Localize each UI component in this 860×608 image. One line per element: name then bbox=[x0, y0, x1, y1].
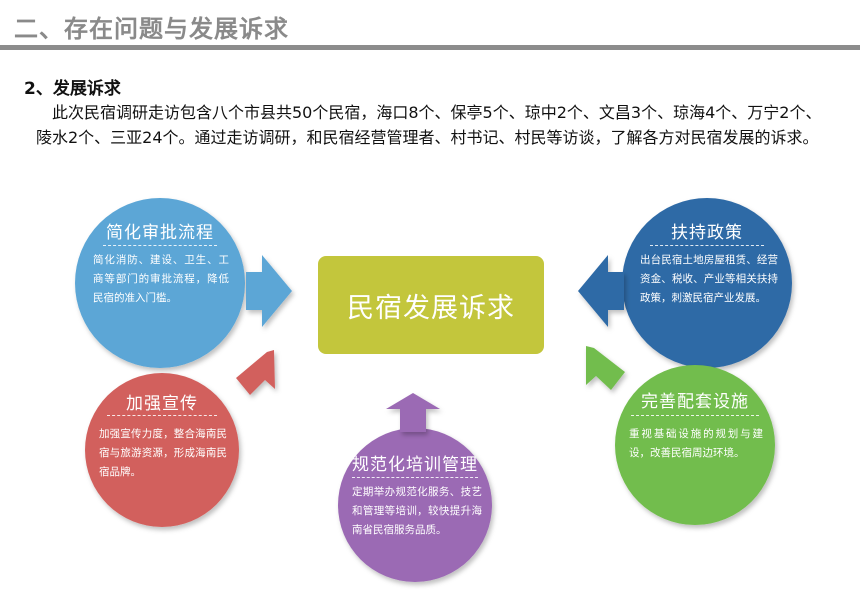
node-title: 简化审批流程 bbox=[106, 223, 214, 243]
center-box: 民宿发展诉求 bbox=[318, 256, 544, 354]
header-divider bbox=[0, 45, 860, 50]
node-title: 加强宣传 bbox=[126, 394, 198, 414]
intro-text: 此次民宿调研走访包含八个市县共50个民宿，海口8个、保亭5个、琼中2个、文昌3个… bbox=[36, 103, 822, 147]
arrow-left-icon bbox=[578, 255, 624, 327]
node-body: 加强宣传力度，整合海南民宿与旅游资源，形成海南民宿品牌。 bbox=[99, 428, 227, 478]
section-heading: 2、发展诉求 bbox=[24, 79, 121, 99]
node-divider bbox=[352, 477, 478, 478]
node-title: 规范化培训管理 bbox=[352, 455, 478, 475]
node-simplify: 简化审批流程 简化消防、建设、卫生、工商等部门的审批流程，降低民宿的准入门槛。 bbox=[75, 198, 245, 368]
node-body: 简化消防、建设、卫生、工商等部门的审批流程，降低民宿的准入门槛。 bbox=[93, 254, 229, 304]
arrow-right-icon bbox=[246, 255, 292, 327]
node-support: 扶持政策 出台民宿土地房屋租赁、经营资金、税收、产业等相关扶持政策，刺激民宿产业… bbox=[622, 198, 792, 368]
node-title: 扶持政策 bbox=[671, 223, 743, 243]
intro-paragraph: 此次民宿调研走访包含八个市县共50个民宿，海口8个、保亭5个、琼中2个、文昌3个… bbox=[36, 100, 836, 150]
header-bar: 二、存在问题与发展诉求 bbox=[0, 0, 860, 52]
node-title: 完善配套设施 bbox=[641, 392, 749, 412]
node-training: 规范化培训管理 定期举办规范化服务、技艺和管理等培训，较快提升海南省民宿服务品质… bbox=[338, 428, 492, 582]
arrow-up-icon bbox=[386, 393, 440, 432]
node-divider bbox=[107, 415, 217, 416]
node-body: 出台民宿土地房屋租赁、经营资金、税收、产业等相关扶持政策，刺激民宿产业发展。 bbox=[640, 254, 778, 304]
node-facilities: 完善配套设施 重视基础设施的规划与建设，改善民宿周边环境。 bbox=[615, 365, 775, 525]
node-divider bbox=[103, 245, 217, 246]
node-divider bbox=[650, 245, 764, 246]
node-divider bbox=[631, 415, 759, 416]
page-title: 二、存在问题与发展诉求 bbox=[14, 15, 289, 43]
node-body: 重视基础设施的规划与建设，改善民宿周边环境。 bbox=[629, 428, 763, 459]
node-promote: 加强宣传 加强宣传力度，整合海南民宿与旅游资源，形成海南民宿品牌。 bbox=[85, 373, 239, 527]
node-body: 定期举办规范化服务、技艺和管理等培训，较快提升海南省民宿服务品质。 bbox=[352, 486, 482, 536]
